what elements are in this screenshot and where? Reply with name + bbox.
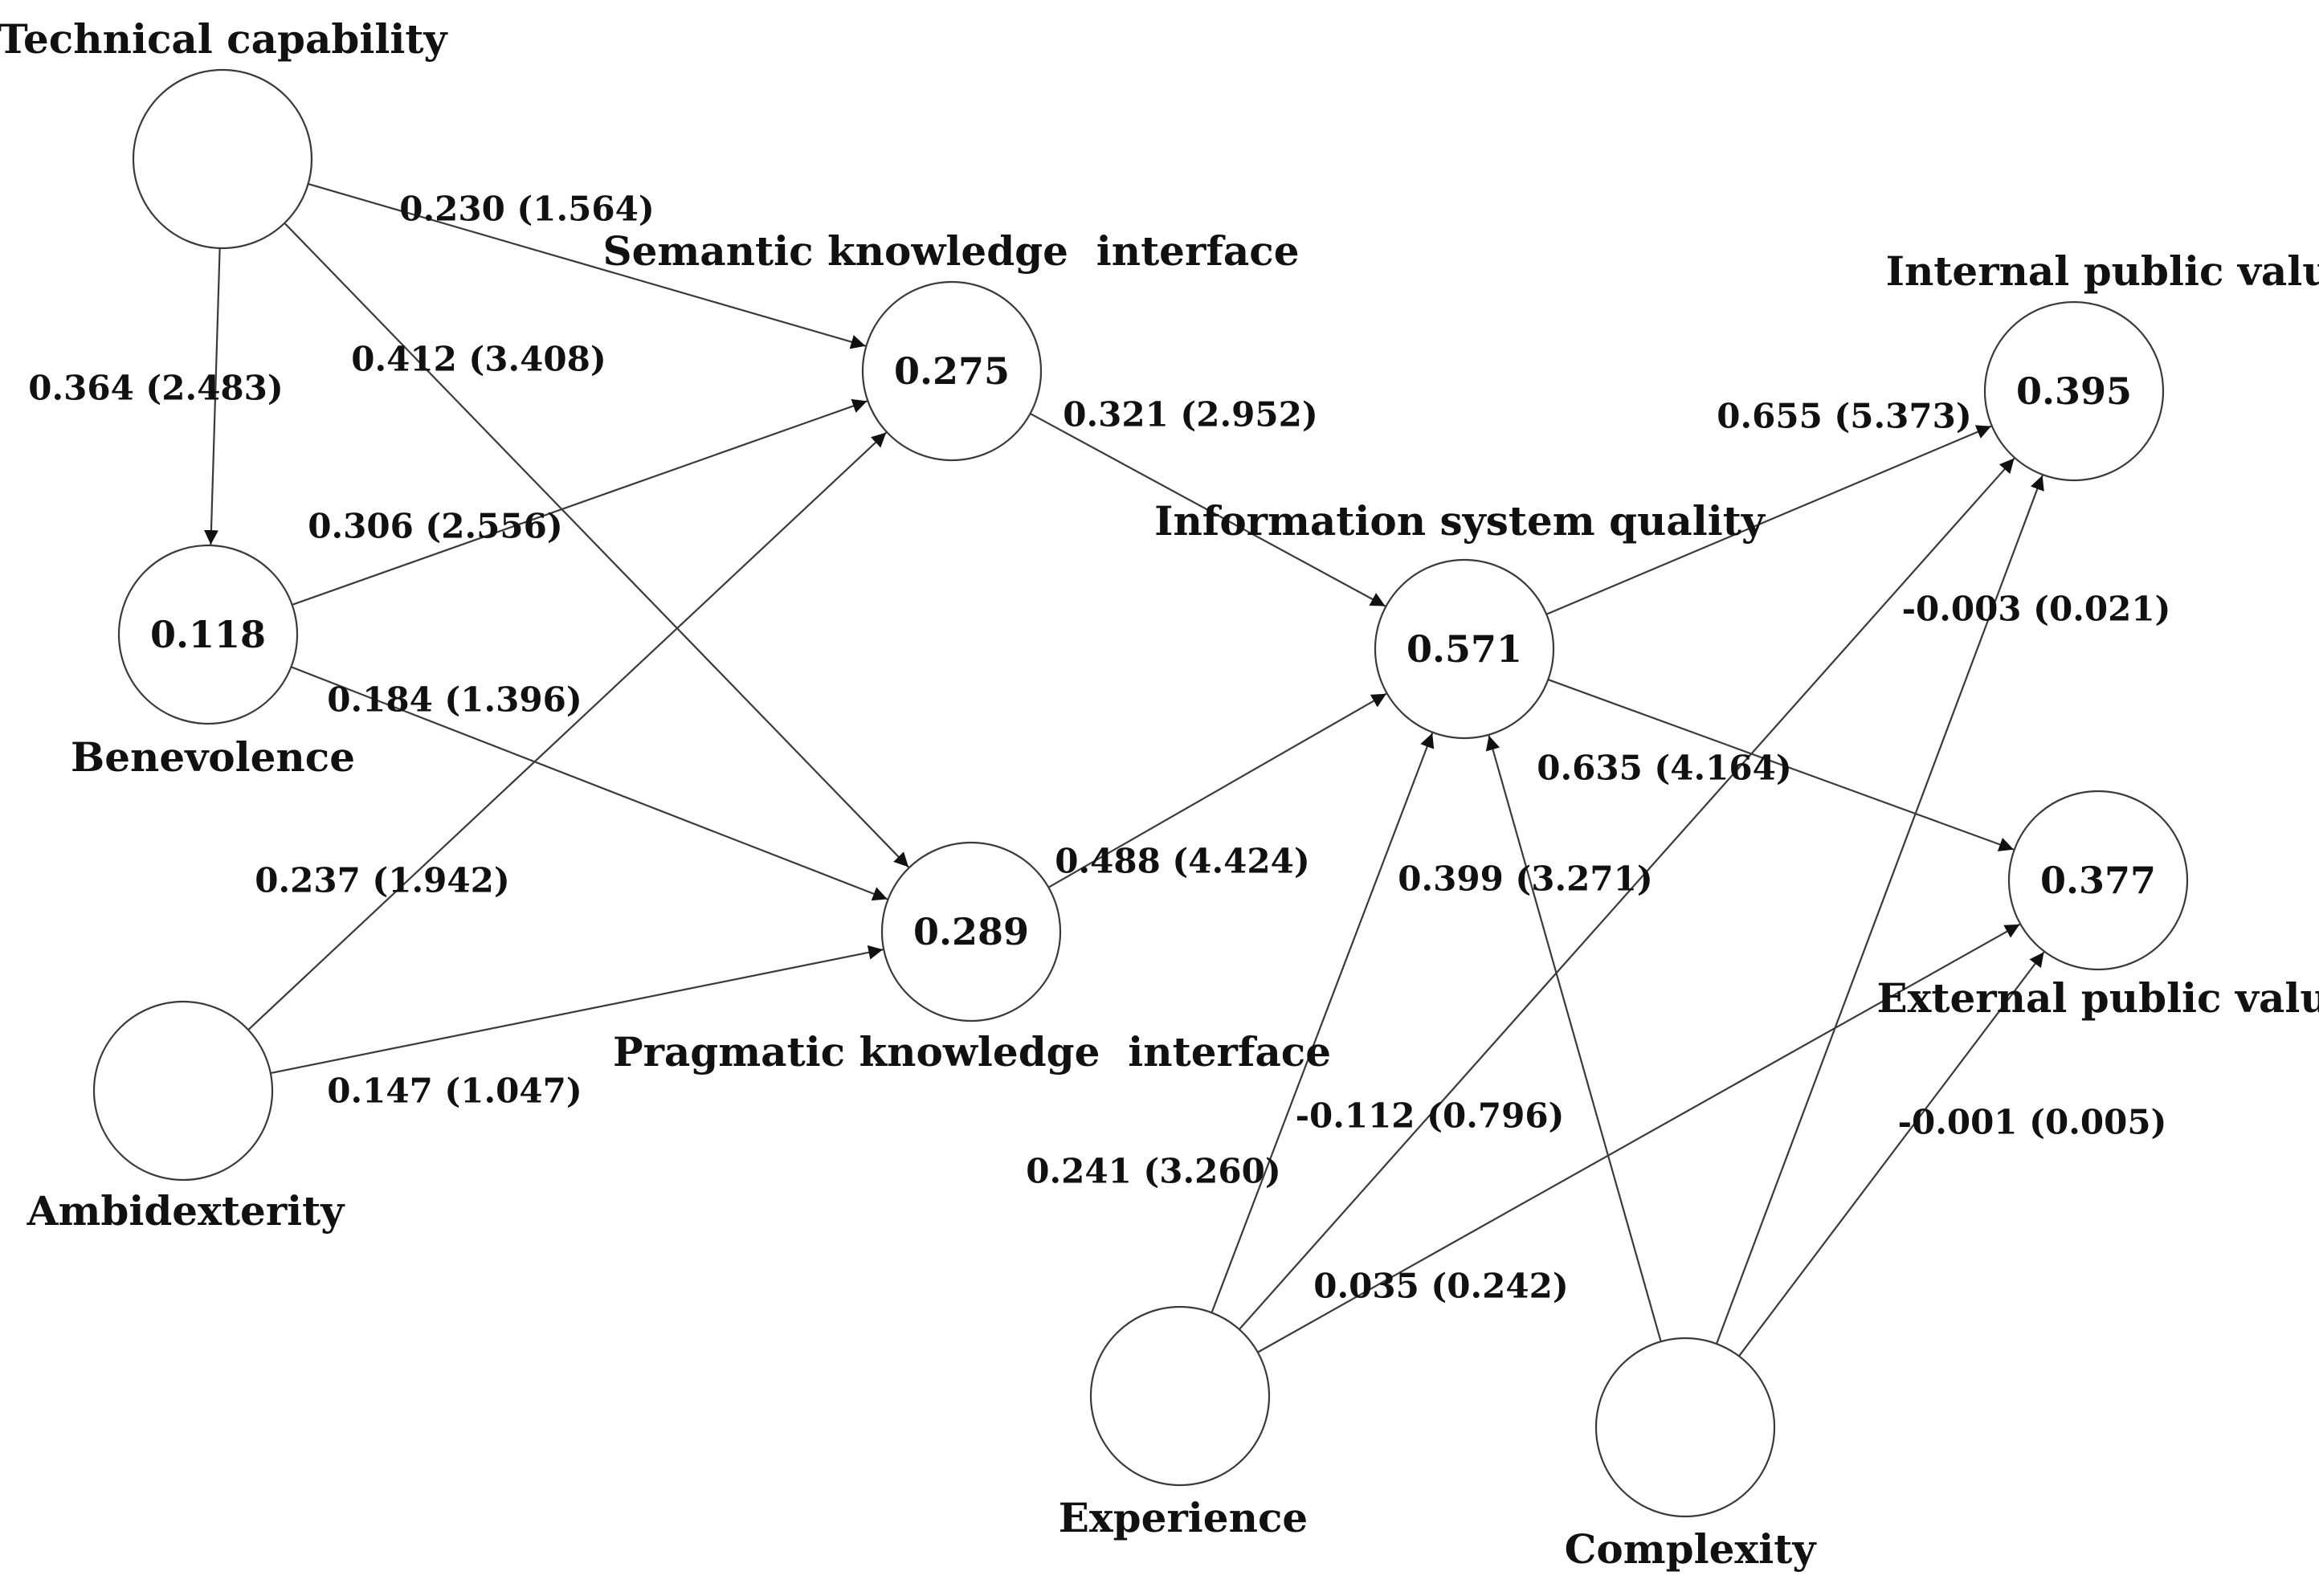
path-coefficient-label: 0.635 (4.164) (1537, 749, 1791, 788)
path-coefficient-label: 0.147 (1.047) (327, 1071, 582, 1111)
path-arrow-exp-to-isq (1211, 733, 1435, 1313)
construct-circle (1983, 300, 2165, 482)
construct-node-ben: 0.118 (117, 544, 299, 725)
path-arrow-cpx-to-epv (1737, 951, 2045, 1357)
path-coefficient-label: 0.237 (1.942) (255, 861, 509, 900)
construct-circle (132, 68, 313, 250)
path-coefficient-label: 0.488 (4.424) (1055, 842, 1309, 881)
construct-label: Experience (1059, 1494, 1308, 1541)
construct-label: Information system quality (1154, 497, 1766, 545)
r-squared-value: 0.118 (150, 613, 266, 656)
path-coefficient-label: 0.306 (2.556) (308, 507, 562, 546)
path-arrow-tc-to-ski (308, 182, 866, 349)
path-coefficient-label: -0.003 (0.021) (1902, 590, 2171, 629)
path-arrow-amb-to-ski (247, 431, 887, 1031)
construct-node-tc (132, 68, 313, 250)
r-squared-value: 0.395 (2016, 369, 2132, 413)
path-coefficient-label: 0.184 (1.396) (327, 680, 582, 720)
construct-node-cpx (1594, 1337, 1776, 1518)
r-squared-value: 0.275 (894, 349, 1010, 393)
construct-node-pki: 0.289 (880, 841, 1062, 1023)
path-arrow-cpx-to-ipv (1715, 475, 2044, 1345)
construct-node-ski: 0.275 (861, 280, 1043, 462)
construct-label: Technical capability (0, 15, 448, 63)
construct-circle (117, 544, 299, 725)
construct-circle (2007, 790, 2189, 971)
construct-node-epv: 0.377 (2007, 790, 2189, 971)
construct-label: Internal public value (1886, 247, 2319, 295)
path-coefficient-label: 0.241 (3.260) (1026, 1152, 1280, 1191)
r-squared-value: 0.571 (1407, 627, 1522, 671)
construct-circle (861, 280, 1043, 462)
path-arrow-tc-to-pki (284, 222, 909, 868)
path-coefficient-label: 0.412 (3.408) (351, 340, 606, 379)
construct-label: External public value (1876, 974, 2319, 1022)
path-coefficient-label: 0.364 (2.483) (28, 369, 283, 408)
path-coefficient-label: 0.321 (2.952) (1063, 395, 1317, 435)
construct-label: Complexity (1565, 1525, 1818, 1573)
construct-circle (880, 841, 1062, 1023)
construct-node-isq: 0.571 (1374, 558, 1555, 740)
r-squared-value: 0.289 (913, 910, 1029, 953)
construct-circle (1089, 1305, 1271, 1487)
path-arrow-exp-to-epv (1257, 923, 2020, 1353)
construct-circle (1374, 558, 1555, 740)
construct-label: Semantic knowledge interface (602, 227, 1299, 275)
path-arrow-ski-to-isq (1030, 412, 1386, 607)
path-coefficient-label: -0.112 (0.796) (1296, 1096, 1565, 1136)
construct-label: Benevolence (71, 733, 355, 781)
construct-circle (92, 1000, 274, 1182)
path-coefficient-label: 0.035 (0.242) (1313, 1267, 1568, 1306)
construct-circle (1594, 1337, 1776, 1518)
construct-node-amb (92, 1000, 274, 1182)
path-arrow-exp-to-ipv (1238, 457, 2015, 1330)
path-arrow-amb-to-pki (270, 945, 884, 1075)
path-arrow-isq-to-ipv (1545, 425, 1992, 615)
path-coefficient-label: 0.655 (5.373) (1717, 397, 1971, 436)
r-squared-value: 0.377 (2040, 859, 2156, 902)
path-arrow-isq-to-epv (1547, 679, 2015, 851)
path-arrow-tc-to-ben (203, 247, 221, 545)
path-arrow-ben-to-ski (292, 398, 868, 606)
construct-label: Pragmatic knowledge interface (613, 1028, 1331, 1076)
construct-node-ipv: 0.395 (1983, 300, 2165, 482)
path-coefficient-label: 0.399 (3.271) (1398, 859, 1652, 899)
path-coefficient-label: 0.230 (1.564) (399, 190, 654, 229)
path-arrow-pki-to-isq (1047, 692, 1387, 888)
construct-label: Ambidexterity (27, 1187, 346, 1235)
construct-node-exp (1089, 1305, 1271, 1487)
path-arrow-cpx-to-isq (1485, 735, 1662, 1342)
path-coefficient-label: -0.001 (0.005) (1898, 1103, 2167, 1142)
path-arrow-ben-to-pki (291, 666, 888, 901)
